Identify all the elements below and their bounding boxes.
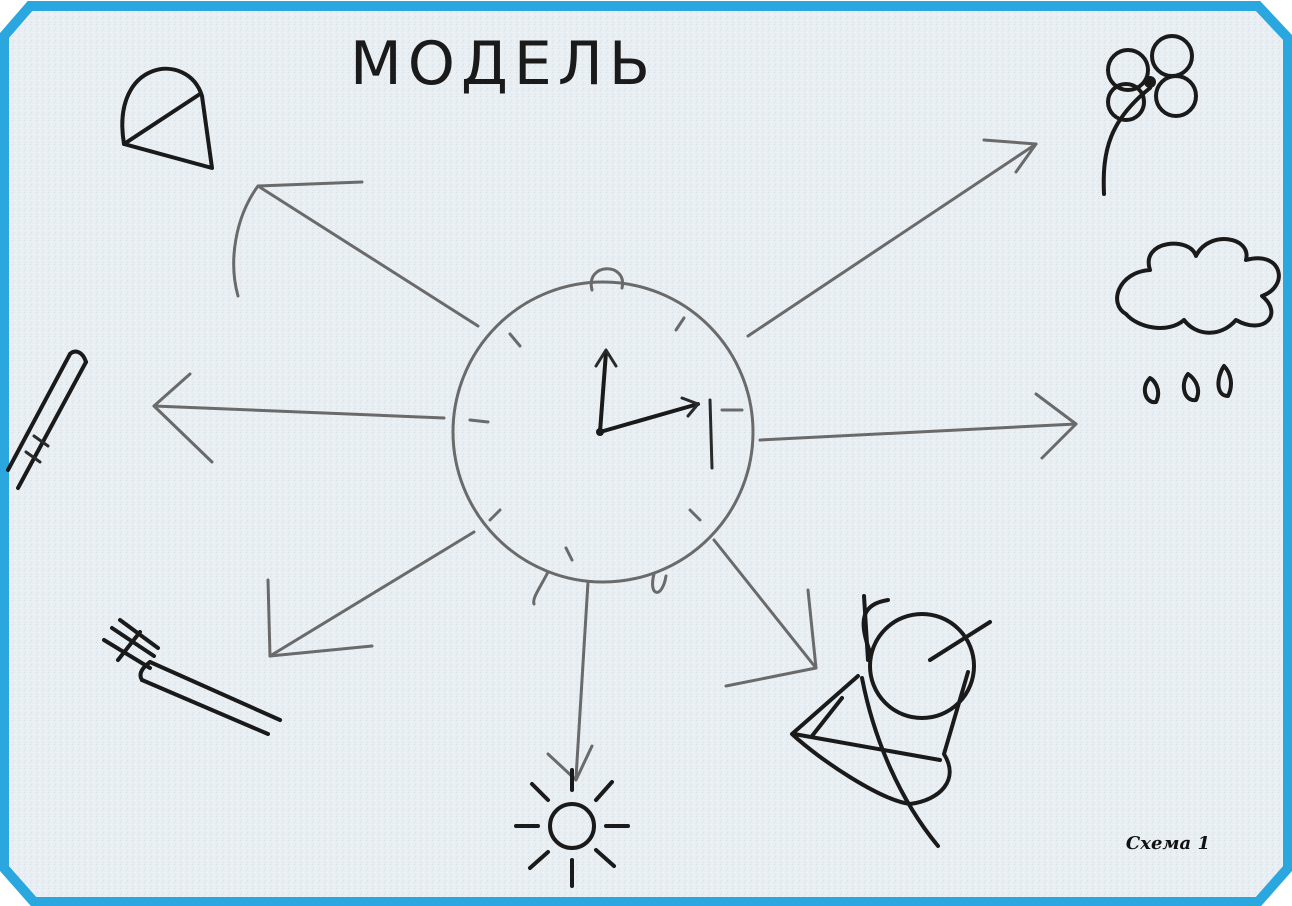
figure-caption: Схема 1	[1126, 833, 1210, 854]
paper-background	[4, 6, 1288, 902]
page-title: МОДЕЛЬ	[350, 29, 656, 99]
